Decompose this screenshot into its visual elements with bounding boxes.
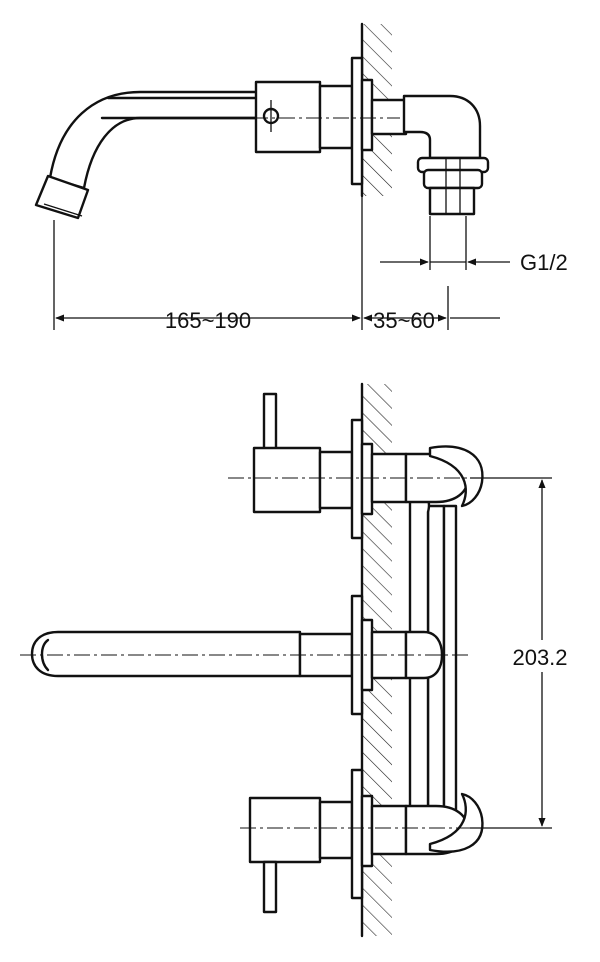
reach-dimension: 165~190 [55, 308, 361, 333]
wall-depth-label: 35~60 [373, 308, 435, 333]
spout-side [34, 90, 260, 220]
spout-reach-label: 165~190 [165, 308, 251, 333]
thread-dimension: G1/2 [380, 250, 568, 275]
thread-size-label: G1/2 [520, 250, 568, 275]
cold-handle-assembly [240, 768, 500, 914]
hot-lever-handle [262, 392, 278, 456]
depth-dimension: 35~60 [363, 308, 500, 333]
cold-lever-handle [262, 860, 278, 914]
spout-assembly [20, 594, 470, 716]
side-view: G1/2 165~190 35~60 [34, 22, 568, 333]
plan-view: 203.2 [20, 382, 580, 938]
hot-handle-assembly [228, 392, 500, 540]
body-side [254, 80, 354, 154]
handle-spacing-label: 203.2 [512, 645, 567, 670]
spacing-dimension: 203.2 [470, 477, 580, 829]
elbow-connector [370, 94, 490, 216]
